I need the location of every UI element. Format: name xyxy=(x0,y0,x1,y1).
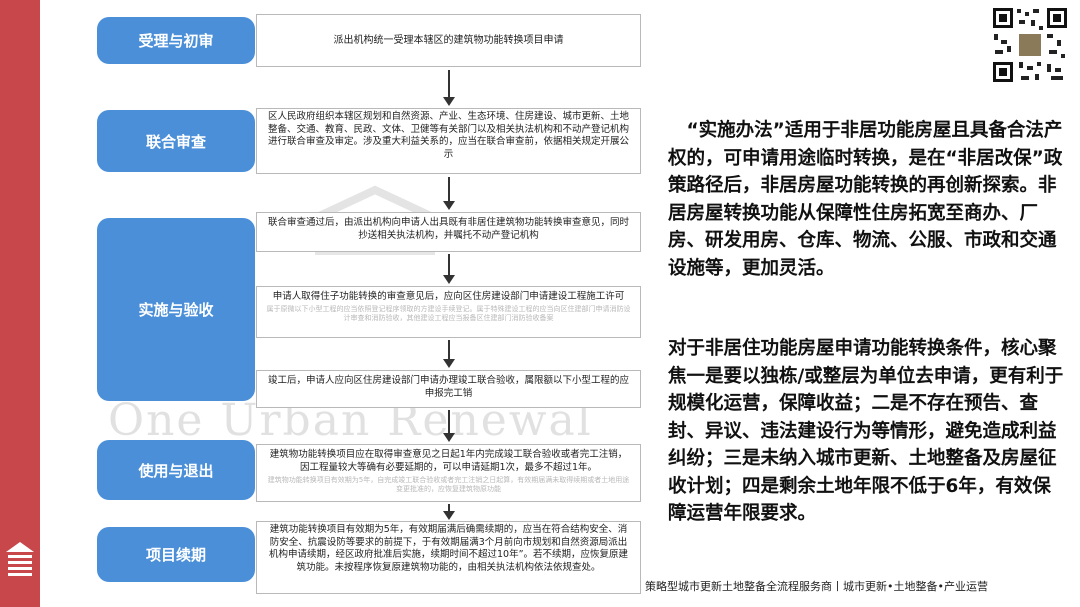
step-text-2: 区人民政府组织本辖区规划和自然资源、产业、生态环境、住房建设、城市更新、土地整备… xyxy=(267,111,629,160)
step-text-6: 建筑物功能转换项目应在取得审查意见之日起1年内完成竣工联合验收或者完工注销，因工… xyxy=(269,449,628,473)
left-accent-bar xyxy=(0,0,40,607)
stage-joint-review: 联合审查 xyxy=(97,110,255,172)
right-paragraph-2: 对于非居住功能房屋申请功能转换条件，核心聚焦一是要以独栋/或整层为单位去申请，更… xyxy=(668,338,1064,524)
step-text-5: 竣工后，申请人应向区住房建设部门申请办理竣工联合验收，属限额以下小型工程的应申报… xyxy=(267,375,629,399)
flow-arrow xyxy=(443,177,455,210)
step-box-7: 建筑功能转换项目有效期为5年，有效期届满后确需续期的，应当在符合结构安全、消防安… xyxy=(256,521,641,594)
flow-arrow xyxy=(443,70,455,106)
step-text-3: 联合审查通过后，由派出机构向申请人出具既有非居住建筑物功能转换审查意见，同时抄送… xyxy=(267,217,629,241)
stage-implementation: 实施与验收 xyxy=(97,218,255,401)
right-paragraph-1: “实施办法”适用于非居功能房屋且具备合法产权的，可申请用途临时转换，是在“非居改… xyxy=(668,120,1063,279)
flow-arrow xyxy=(443,410,455,442)
step-text-1: 派出机构统一受理本辖区的建筑物功能转换项目申请 xyxy=(333,34,564,46)
step-box-6: 建筑物功能转换项目应在取得审查意见之日起1年内完成竣工联合验收或者完工注销，因工… xyxy=(256,444,641,502)
step-box-1: 派出机构统一受理本辖区的建筑物功能转换项目申请 xyxy=(256,14,641,67)
flow-arrow xyxy=(443,340,455,368)
stage-use-exit: 使用与退出 xyxy=(97,440,255,500)
flow-arrow xyxy=(443,504,455,520)
step-box-3: 联合审查通过后，由派出机构向申请人出具既有非居住建筑物功能转换审查意见，同时抄送… xyxy=(256,212,641,252)
step-text-7: 建筑功能转换项目有效期为5年，有效期届满后确需续期的，应当在符合结构安全、消防安… xyxy=(268,524,628,573)
company-logo-icon xyxy=(6,542,34,576)
step-box-5: 竣工后，申请人应向区住房建设部门申请办理竣工联合验收，属限额以下小型工程的应申报… xyxy=(256,370,641,408)
step-note-4: 属于原微以下小型工程的应当依照登记程序领取的方建设手续登记。属于特殊建设工程的应… xyxy=(266,305,631,322)
flow-arrow xyxy=(443,254,455,284)
qr-code-icon xyxy=(991,6,1069,84)
footer-slogan: 策略型城市更新土地整备全流程服务商丨城市更新•土地整备•产业运营 xyxy=(645,580,988,593)
step-box-4: 申请人取得住子功能转换的审查意见后，应向区住房建设部门申请建设工程施工许可 属于… xyxy=(256,286,641,338)
step-text-4: 申请人取得住子功能转换的审查意见后，应向区住房建设部门申请建设工程施工许可 xyxy=(272,291,625,302)
stage-renewal: 项目续期 xyxy=(97,527,255,582)
step-note-6: 建筑物功能转换项目有效期为5年，自完成竣工联合验收或者完工注销之日起算，有效期届… xyxy=(267,476,630,493)
stage-acceptance: 受理与初审 xyxy=(97,17,255,64)
step-box-2: 区人民政府组织本辖区规划和自然资源、产业、生态环境、住房建设、城市更新、土地整备… xyxy=(256,108,641,174)
